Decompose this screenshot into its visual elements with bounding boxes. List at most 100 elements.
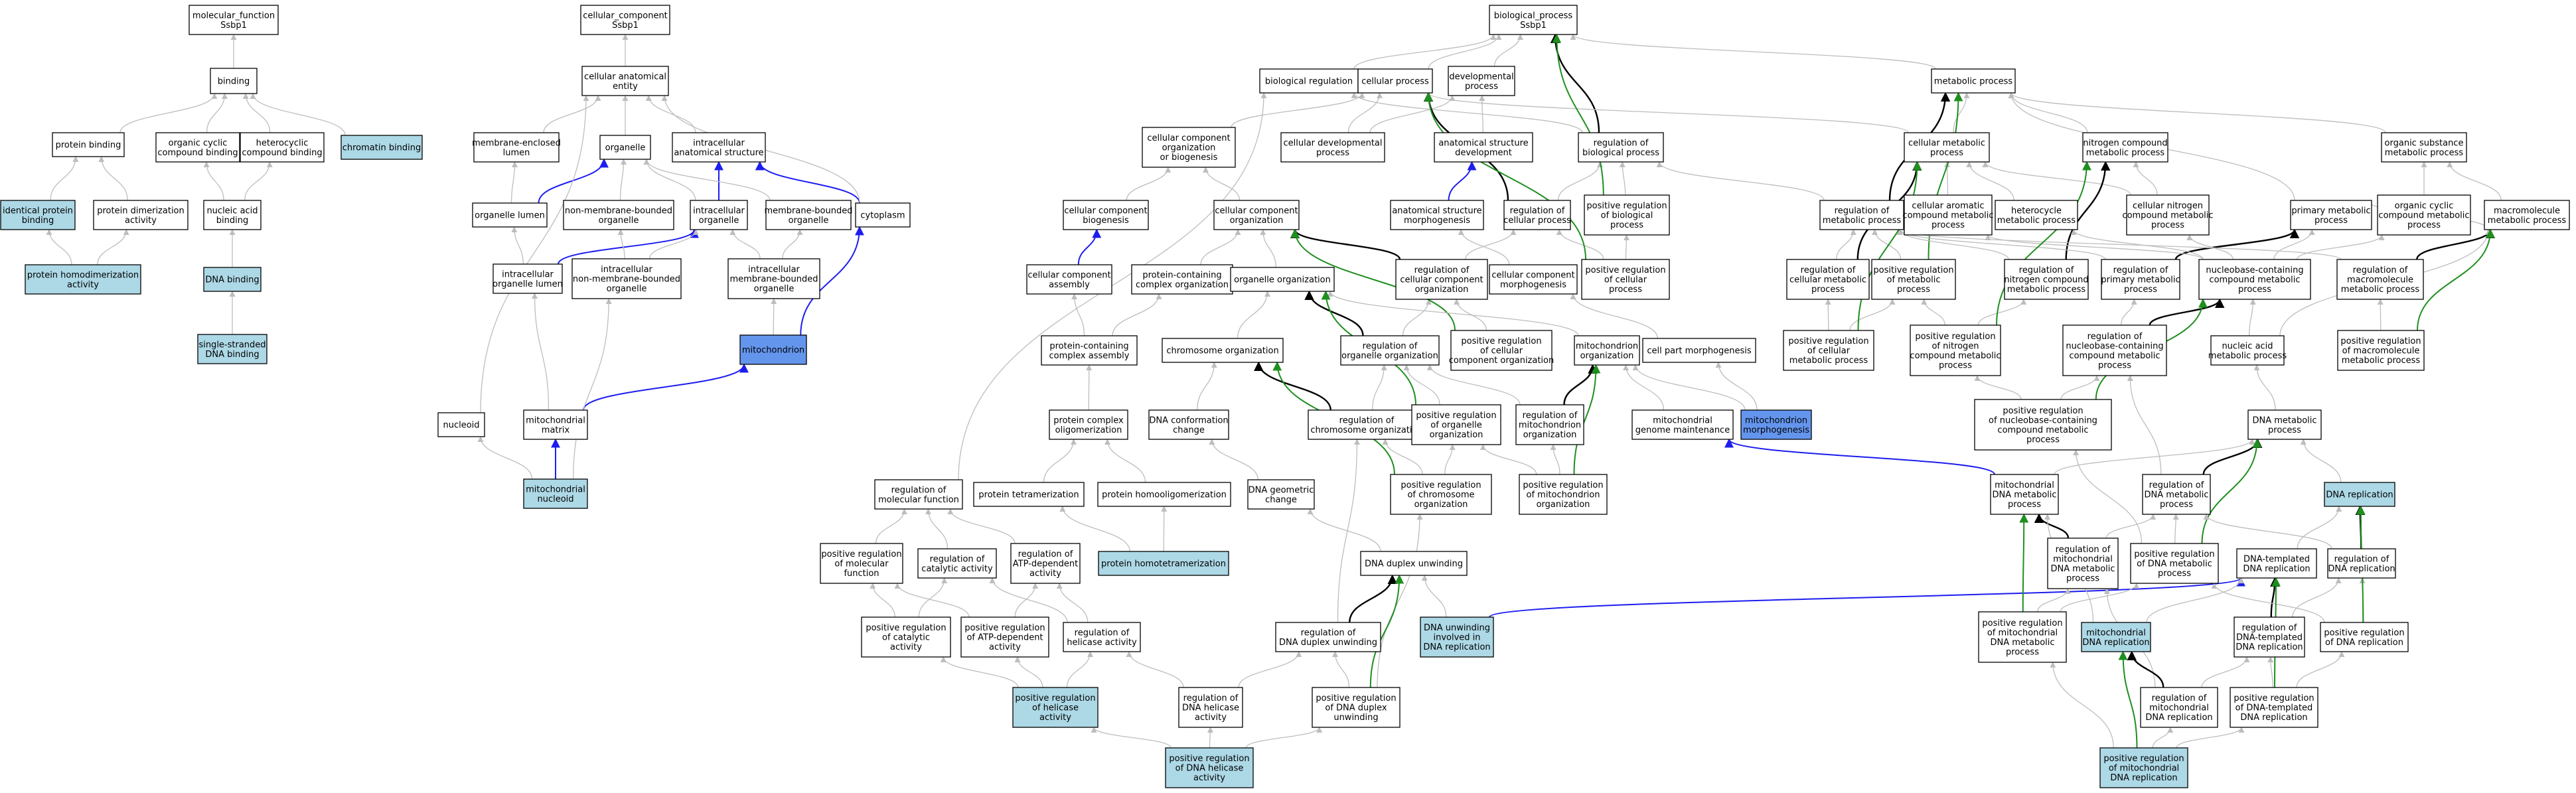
go-term-cyto[interactable]: cytoplasm (855, 202, 911, 228)
go-term-mito[interactable]: mitochondrion (739, 334, 807, 365)
go-term-dnarep[interactable]: DNA replication (2324, 482, 2395, 507)
go-term-chromorg[interactable]: chromosome organization (1162, 338, 1284, 363)
go-term-prottet[interactable]: protein tetramerization (973, 482, 1085, 507)
go-term-chrombind[interactable]: chromatin binding (341, 135, 423, 160)
go-term-protbind[interactable]: protein binding (52, 132, 125, 157)
go-term-cellproc[interactable]: cellular process (1357, 68, 1433, 94)
go-term-prothomotet[interactable]: protein homotetramerization (1098, 551, 1229, 576)
go-term-metproc[interactable]: metabolic process (1931, 68, 2016, 94)
go-term-orgorg[interactable]: organelle organization (1230, 267, 1335, 292)
go-term-dnabind[interactable]: DNA binding (203, 267, 262, 292)
go-term-bioreg[interactable]: biological regulation (1259, 68, 1359, 94)
go-term-nucleoid[interactable]: nucleoid (437, 412, 485, 437)
go-term-prothomo[interactable]: protein homooligomerization (1097, 482, 1231, 507)
go-term-organelle[interactable]: organelle (599, 135, 651, 160)
